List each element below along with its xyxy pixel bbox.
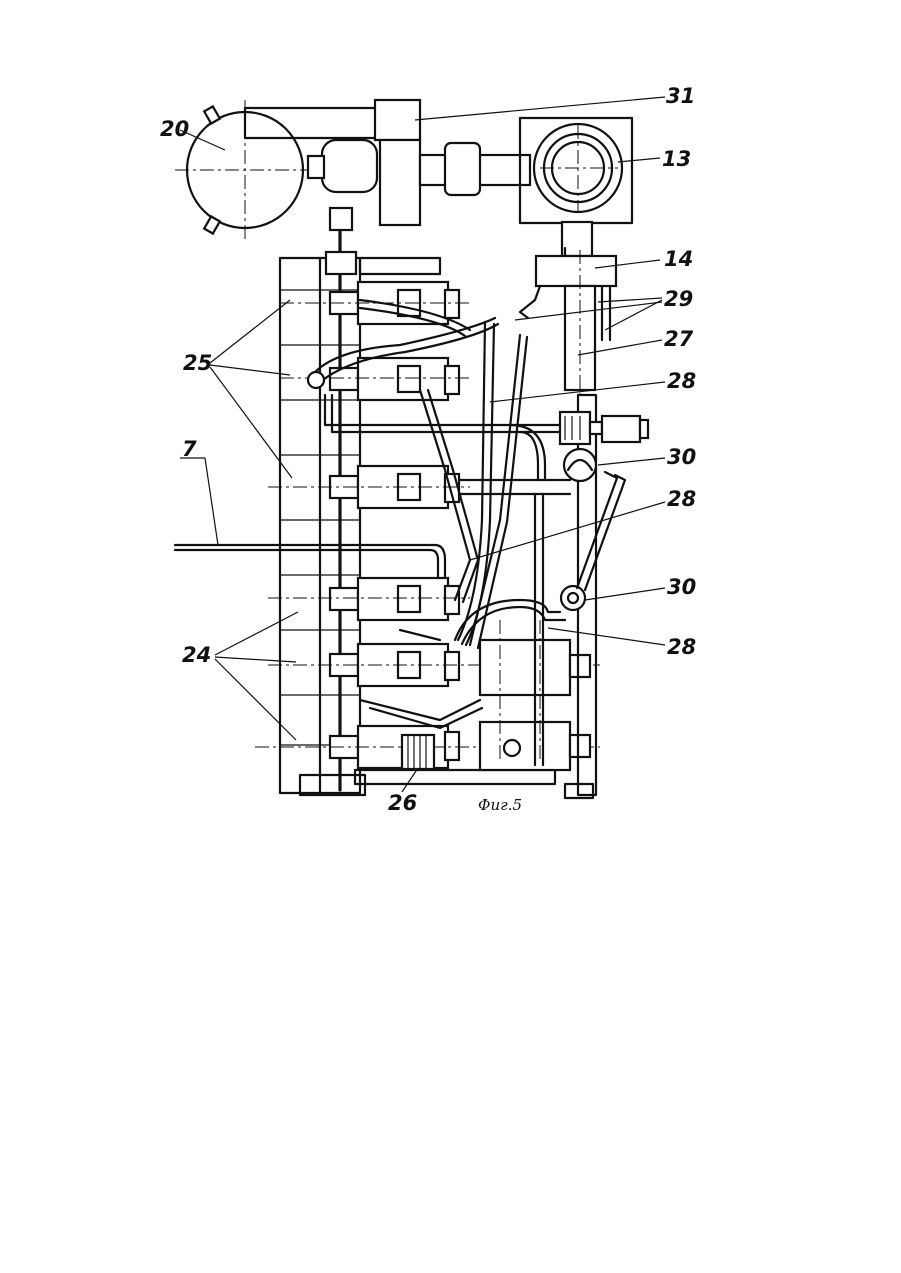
label-20: 20 [160,117,189,141]
label-24: 24 [182,643,211,667]
labels: 20 31 13 14 29 27 25 28 7 30 28 30 28 24… [160,84,696,815]
label-27: 27 [664,327,694,351]
label-13: 13 [662,147,691,171]
figure-caption: Фиг.5 [478,796,522,814]
label-28-a: 28 [667,369,696,393]
gear-26 [402,735,434,769]
pipe-to-13 [420,143,530,195]
valve-30-upper [564,449,596,481]
label-28-b: 28 [667,487,696,511]
motor [560,412,648,444]
label-28-c: 28 [667,635,696,659]
label-30-b: 30 [667,575,696,599]
leader-lines [180,97,665,792]
label-31: 31 [666,84,695,108]
label-7: 7 [182,437,197,461]
label-14: 14 [664,247,693,271]
label-25: 25 [183,351,212,375]
tank-20 [175,100,320,240]
pump-13 [520,118,632,256]
valve-30-lower [561,586,585,610]
label-30-a: 30 [667,445,696,469]
label-26: 26 [388,791,417,815]
label-29: 29 [664,287,693,311]
collector-14 [520,250,616,395]
